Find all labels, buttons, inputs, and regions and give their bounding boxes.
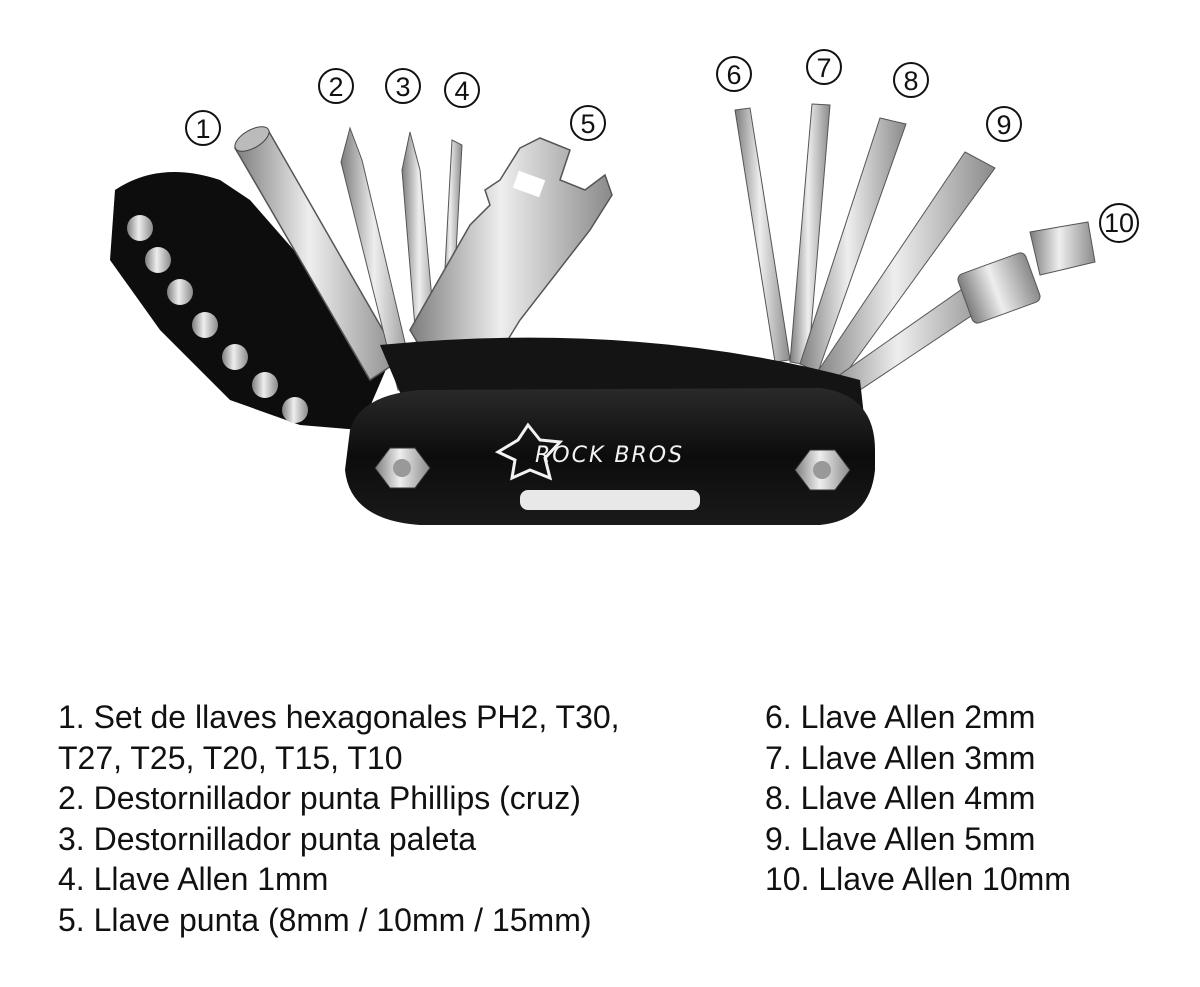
callout-1: 1 xyxy=(185,110,221,146)
svg-text:5: 5 xyxy=(580,109,595,139)
tool-body: ROCK BROS xyxy=(345,337,875,525)
callout-6: 6 xyxy=(716,56,752,92)
svg-text:9: 9 xyxy=(996,110,1011,140)
body-slot xyxy=(520,490,700,510)
bolt-left xyxy=(374,447,431,489)
legend-line: 2. Destornillador punta Phillips (cruz) xyxy=(58,780,581,816)
multitool-photo: ROCK BROS 1 2 3 4 5 6 7 8 9 10 xyxy=(110,49,1139,525)
svg-text:ROCK BROS: ROCK BROS xyxy=(535,443,684,468)
callout-8: 8 xyxy=(893,62,929,98)
legend-line: 3. Destornillador punta paleta xyxy=(58,820,477,857)
brand-logo: ROCK BROS xyxy=(494,422,684,481)
svg-text:6: 6 xyxy=(726,60,741,90)
callout-2: 2 xyxy=(318,68,354,104)
svg-text:8: 8 xyxy=(903,66,918,96)
callout-4: 4 xyxy=(444,72,480,108)
svg-text:10: 10 xyxy=(1104,208,1134,238)
callout-5: 5 xyxy=(570,105,606,141)
callout-7: 7 xyxy=(806,49,842,85)
allen-key-tools xyxy=(734,103,1096,411)
svg-text:1: 1 xyxy=(195,114,210,144)
legend-right-column: 6. Llave Allen 2mm 7. Llave Allen 3mm 8.… xyxy=(765,697,1185,900)
legend-line: 5. Llave punta (8mm / 10mm / 15mm) xyxy=(58,901,592,938)
legend-line: 6. Llave Allen 2mm xyxy=(765,699,1036,735)
legend-line: 7. Llave Allen 3mm xyxy=(765,739,1036,776)
legend-left-column: 1. Set de llaves hexagonales PH2, T30, T… xyxy=(58,697,738,940)
wrench-tool xyxy=(409,137,613,386)
legend-line: 8. Llave Allen 4mm xyxy=(765,780,1036,816)
legend-line: 9. Llave Allen 5mm xyxy=(765,820,1036,857)
svg-text:7: 7 xyxy=(816,53,831,83)
callout-10: 10 xyxy=(1099,203,1139,243)
legend-line: 10. Llave Allen 10mm xyxy=(765,861,1071,897)
bolt-right xyxy=(794,449,851,491)
legend-line: 1. Set de llaves hexagonales PH2, T30, xyxy=(58,699,620,735)
svg-text:4: 4 xyxy=(454,76,469,106)
legend-line: 4. Llave Allen 1mm xyxy=(58,861,329,897)
svg-text:2: 2 xyxy=(328,72,343,102)
callout-3: 3 xyxy=(385,68,421,104)
callout-9: 9 xyxy=(986,106,1022,142)
bit-holder-tool xyxy=(110,172,390,430)
legend-line: T27, T25, T20, T15, T10 xyxy=(58,739,403,776)
svg-text:3: 3 xyxy=(395,72,410,102)
